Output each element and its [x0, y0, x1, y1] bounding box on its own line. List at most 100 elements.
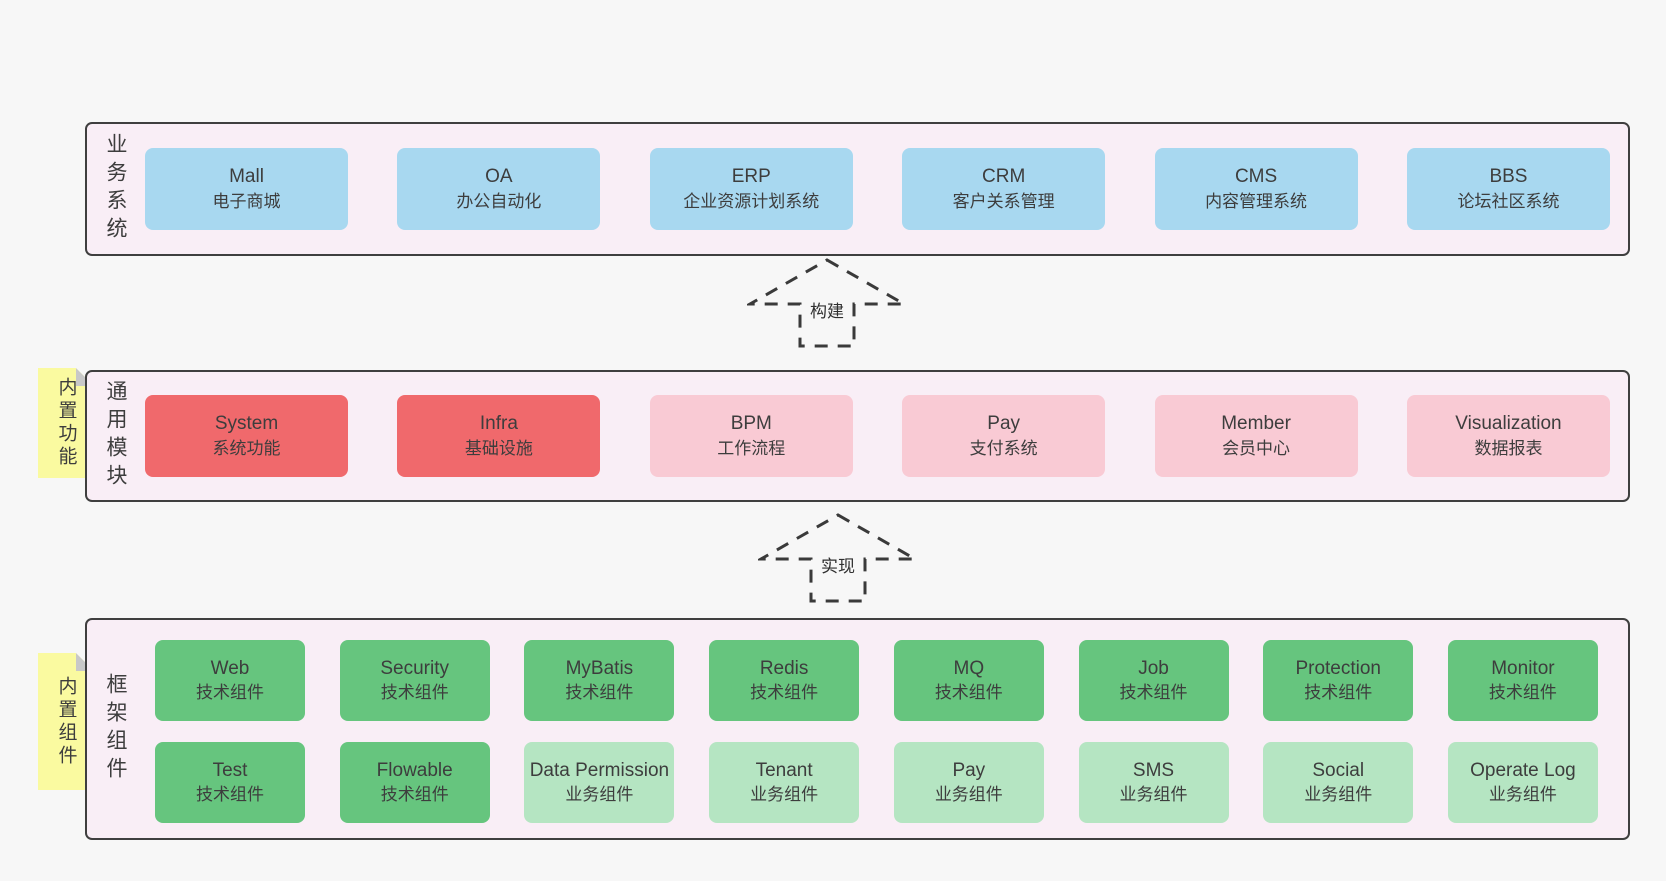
box-member: Member 会员中心 — [1154, 395, 1358, 477]
band-components-label: 框架组件 — [104, 673, 127, 785]
band-common-modules: 通用模块 System 系统功能 Infra 基础设施 BPM 工作流程 Pay 支付系统 Me… — [85, 370, 1630, 502]
modules-boxes-row: System 系统功能 Infra 基础设施 BPM 工作流程 Pay 支付系统 Member 会… — [145, 372, 1610, 500]
box-subtitle: 论坛社区系统 — [1457, 192, 1560, 212]
box-title: Pay — [987, 413, 1021, 435]
box-subtitle: 技术组件 — [565, 682, 634, 702]
box-subtitle: 技术组件 — [380, 784, 449, 804]
box-subtitle: 技术组件 — [196, 682, 264, 702]
box-subtitle: 业务组件 — [1488, 784, 1557, 804]
box-subtitle: 技术组件 — [1304, 682, 1373, 702]
box-title: Redis — [759, 658, 809, 680]
box-title: Visualization — [1455, 413, 1562, 435]
box-title: BBS — [1489, 166, 1528, 188]
sticky-note-label: 内置组件 — [55, 675, 77, 768]
box-title: Web — [210, 658, 250, 680]
box-title: BPM — [730, 413, 772, 435]
sticky-note-builtin-features: 内置功能 — [38, 368, 94, 478]
box-title: Security — [380, 658, 450, 680]
box-title: Job — [1138, 658, 1169, 680]
box-subtitle: 工作流程 — [717, 439, 786, 459]
box-bpm: BPM 工作流程 — [649, 395, 853, 477]
box-title: Infra — [479, 413, 518, 435]
box-subtitle: 业务组件 — [565, 784, 634, 804]
box-title: Social — [1312, 760, 1365, 782]
box-cms: CMS 内容管理系统 — [1154, 148, 1358, 230]
box-subtitle: 支付系统 — [969, 439, 1038, 459]
box-subtitle: 企业资源计划系统 — [683, 192, 820, 212]
band-modules-label: 通用模块 — [104, 380, 127, 492]
box-title: Mall — [229, 166, 264, 188]
box-title: MyBatis — [565, 658, 634, 680]
box-pay: Pay 支付系统 — [902, 395, 1106, 477]
box-subtitle: 内容管理系统 — [1205, 192, 1308, 212]
box-title: Member — [1221, 413, 1291, 435]
arrow-implement: 实现 — [758, 512, 918, 604]
box-subtitle: 技术组件 — [1119, 682, 1188, 702]
box-subtitle: 业务组件 — [1304, 784, 1373, 804]
arrow-build: 构建 — [747, 257, 907, 349]
box-title: Data Permission — [529, 760, 670, 782]
box-visualization: Visualization 数据报表 — [1406, 395, 1610, 477]
band-business-label: 业务系统 — [104, 133, 127, 245]
box-title: Operate Log — [1470, 760, 1576, 782]
box-subtitle: 客户关系管理 — [952, 192, 1055, 212]
box-title: Tenant — [755, 760, 813, 782]
box-subtitle: 会员中心 — [1222, 439, 1291, 459]
box-title: SMS — [1132, 760, 1175, 782]
arrow-implement-label: 实现 — [816, 550, 860, 579]
box-subtitle: 技术组件 — [1488, 682, 1557, 702]
box-subtitle: 技术组件 — [750, 682, 819, 702]
box-subtitle: 技术组件 — [196, 784, 264, 804]
box-title: OA — [485, 166, 513, 188]
box-subtitle: 基础设施 — [464, 439, 533, 459]
box-subtitle: 办公自动化 — [456, 192, 542, 212]
box-title: CMS — [1234, 166, 1278, 188]
box-oa: OA 办公自动化 — [397, 148, 601, 230]
box-title: Pay — [952, 760, 986, 782]
box-system: System 系统功能 — [145, 395, 348, 477]
box-subtitle: 系统功能 — [212, 439, 281, 459]
sticky-note-builtin-components: 内置组件 — [38, 653, 94, 790]
box-subtitle: 数据报表 — [1474, 439, 1543, 459]
box-title: Flowable — [376, 760, 453, 782]
box-title: Test — [212, 760, 248, 782]
box-subtitle: 业务组件 — [750, 784, 819, 804]
box-title: ERP — [731, 166, 771, 188]
box-subtitle: 技术组件 — [380, 682, 449, 702]
box-title: Protection — [1295, 658, 1381, 680]
arrow-build-label: 构建 — [805, 295, 849, 324]
box-subtitle: 业务组件 — [934, 784, 1003, 804]
box-subtitle: 技术组件 — [934, 682, 1003, 702]
box-title: MQ — [953, 658, 985, 680]
box-bbs: BBS 论坛社区系统 — [1406, 148, 1610, 230]
box-title: System — [214, 413, 279, 435]
sticky-note-label: 内置功能 — [55, 377, 77, 469]
box-infra: Infra 基础设施 — [397, 395, 601, 477]
box-subtitle: 业务组件 — [1119, 784, 1188, 804]
box-erp: ERP 企业资源计划系统 — [649, 148, 853, 230]
